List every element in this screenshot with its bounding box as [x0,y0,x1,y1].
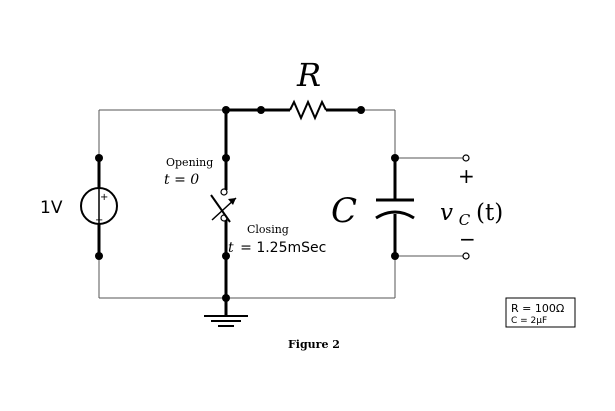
voltage-source: + − [80,154,118,260]
switch-closing-label: Closing [247,223,289,236]
switch-closing-time-var: t [228,240,234,256]
output-terminal-top [462,154,470,162]
capacitor-plate-bottom [375,210,415,220]
output-plus-sign: + [458,164,475,188]
source-plus-sign: + [100,192,108,203]
capacitor-label: C [331,191,357,231]
values-line-r: R = 100Ω [511,302,564,315]
capacitor [375,154,415,260]
resistor [226,99,365,121]
ground-symbol [204,298,248,327]
output-minus-sign: − [459,227,476,251]
output-voltage-arg: (t) [476,200,503,226]
output-voltage-label: v C (t) [440,200,503,230]
source-minus-sign: − [95,215,103,226]
switch-opening-time: t = 0 [164,172,199,188]
component-values-box: R = 100Ω C = 2μF [505,297,576,328]
source-voltage-label: 1V [40,198,63,218]
switch-blade-opening [210,194,231,223]
switch-contact-top [220,188,228,196]
switch-opening-label: Opening [166,156,213,169]
values-line-c: C = 2μF [511,316,547,326]
figure-caption: Figure 2 [288,338,340,351]
output-voltage-sub: C [459,211,471,229]
resistor-label: R [296,56,321,94]
switch-arrow-head [228,198,236,205]
switch-closing-time: t = 1.25mSec [228,240,326,256]
switch [210,106,237,302]
output-terminals [462,154,470,260]
output-voltage-v: v [440,200,453,226]
output-terminal-bottom [462,252,470,260]
wires [98,109,466,299]
switch-closing-time-value: = 1.25mSec [240,240,326,256]
